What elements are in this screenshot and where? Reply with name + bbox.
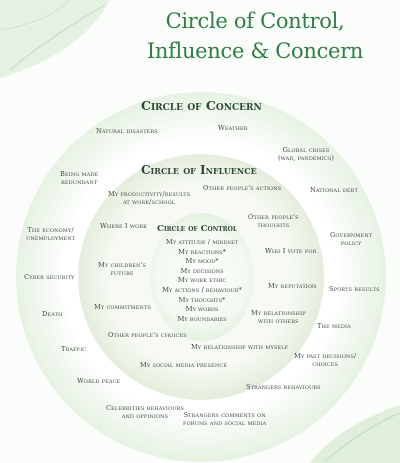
concern-item: Weather (218, 124, 248, 132)
circle-of-influence-title: Circle of Influence (141, 163, 257, 177)
concern-item: Natural disasters (96, 127, 158, 135)
circle-of-control-title: Circle of Control (157, 224, 238, 234)
control-item: My decisions (180, 266, 224, 275)
title-line-2: Influence & Concern (146, 39, 364, 63)
influence-item: Who I vote for (265, 247, 317, 255)
concern-item: Death (42, 310, 63, 318)
concern-item: National debt (310, 186, 358, 194)
concern-item: Sports results (329, 285, 380, 293)
concern-item: Global crises(war, pandemics) (278, 146, 335, 162)
leaf-decoration-bottom-right-icon (310, 405, 400, 463)
concern-item: World peace (77, 377, 121, 385)
concern-item: The media (317, 322, 351, 330)
influence-item: Other people's choices (108, 331, 187, 339)
leaf-decoration-top-left-icon (0, 0, 110, 78)
concern-item: My past decisions/choices (294, 352, 357, 368)
influence-item: My commitments (94, 303, 151, 311)
control-item: My work ethic (177, 276, 227, 285)
influence-item: Other people's actions (203, 184, 282, 192)
concern-item: Strangers behaviours (246, 383, 321, 391)
page-title: Circle of Control, Influence & Concern (120, 6, 390, 66)
control-items-list: My attitude / mindset My reactions* My m… (152, 238, 252, 324)
control-item: My attitude / mindset (165, 238, 239, 246)
circle-of-control (150, 213, 254, 341)
control-item: My reactions* (178, 247, 226, 256)
influence-item: My reputation (268, 282, 317, 290)
control-item: My actions / behaviour* (162, 285, 242, 294)
influence-item: Where I work (100, 222, 147, 230)
concern-item: Traffic (61, 345, 87, 353)
control-item: My thoughts* (178, 295, 226, 304)
title-line-1: Circle of Control, (165, 9, 345, 33)
circle-of-concern-title: Circle of Concern (141, 98, 262, 113)
influence-item: My social media presence (140, 361, 228, 369)
control-item: My words (185, 305, 219, 314)
concern-item: Cyber security (24, 273, 75, 281)
concern-item: The economy/unemployment (26, 226, 76, 242)
control-item: My mood* (185, 257, 219, 266)
influence-item: My relationship with myself (191, 343, 289, 351)
control-item: My boundaries (177, 314, 227, 323)
